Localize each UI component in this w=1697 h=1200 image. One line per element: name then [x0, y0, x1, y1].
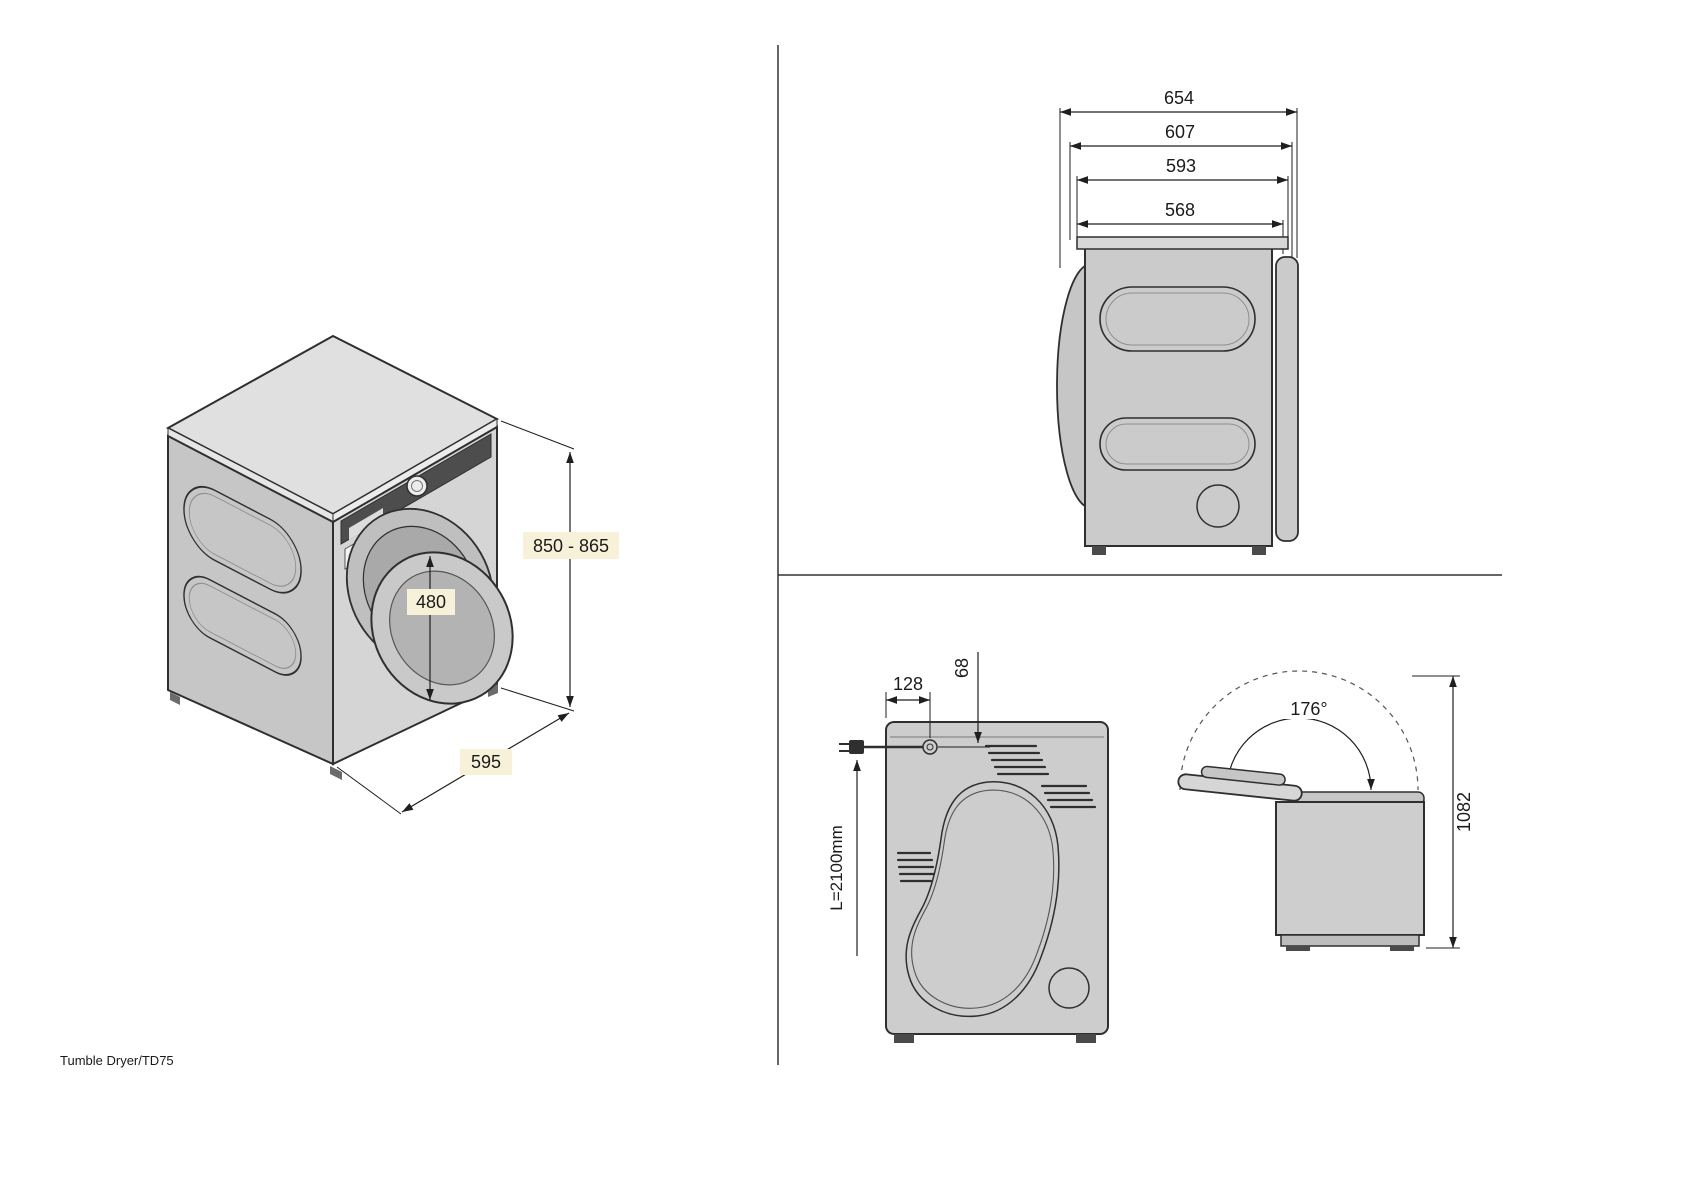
side-panel-stampings [1099, 286, 1256, 471]
control-knob [406, 475, 428, 497]
side-view: 654 607 593 568 [1056, 88, 1299, 555]
lid-view-base [1280, 934, 1420, 947]
dim-width: 595 [336, 712, 570, 815]
dim-68-label: 68 [952, 658, 972, 678]
side-door-panel [1275, 256, 1299, 542]
lid-view-feet [1286, 946, 1414, 951]
dim-cable-length: L=2100mm [827, 760, 861, 956]
dim-height-label: 850 - 865 [533, 536, 609, 556]
lid-view-body [1275, 801, 1425, 936]
dim-width-label: 595 [471, 752, 501, 772]
rear-body [885, 721, 1109, 1035]
dim-1082-label: 1082 [1454, 792, 1474, 832]
dim-568-label: 568 [1165, 200, 1195, 220]
dim-depth-with-door: 607 [1070, 122, 1292, 150]
cable-length-label: L=2100mm [827, 825, 846, 911]
side-feet [1092, 546, 1266, 555]
vent-slats-top [984, 744, 1050, 776]
label-highlight [407, 589, 455, 615]
side-top-lid [1076, 236, 1289, 250]
label-highlight [460, 749, 512, 775]
dim-door-label: 480 [416, 592, 446, 612]
control-display [349, 508, 383, 540]
dim-607-label: 607 [1165, 122, 1195, 142]
opened-lid [1177, 765, 1303, 802]
cooling-duct [905, 781, 1060, 1018]
divider-lines [777, 45, 1502, 1065]
vent-slats-right [1040, 784, 1097, 809]
dim-depth-total: 654 [1060, 88, 1297, 116]
dim-654-label: 654 [1164, 88, 1194, 108]
angle-label: 176° [1290, 699, 1327, 719]
dim-depth-body: 568 [1077, 200, 1283, 228]
dim-height: 850 - 865 [500, 420, 619, 712]
side-view-extension-lines [1059, 108, 1298, 268]
control-knob-ring [411, 480, 423, 492]
dim-depth-with-lid: 593 [1077, 156, 1288, 184]
side-service-cap [1196, 484, 1240, 528]
power-cord [839, 739, 938, 755]
dim-cord-offset-y: 68 [938, 652, 990, 748]
dim-cord-offset-x: 128 [885, 674, 931, 738]
dim-128-label: 128 [893, 674, 923, 694]
lid-open-view: 176° 1082 [1177, 670, 1474, 951]
vent-slats-left [896, 851, 936, 883]
isometric-view: 480 850 - 865 595 [165, 334, 619, 815]
rear-view: 128 68 L=2100mm [827, 652, 1109, 1043]
cord-entry [922, 739, 938, 755]
model-footnote: Tumble Dryer/TD75 [60, 1053, 174, 1068]
side-panel-stampings [183, 486, 302, 676]
dim-opening-angle: 176° [1223, 698, 1375, 791]
rear-exhaust-port [1048, 967, 1090, 1009]
dim-open-height: 1082 [1412, 675, 1474, 949]
side-body [1084, 247, 1273, 547]
rear-feet [894, 1034, 1096, 1043]
label-highlight [523, 532, 619, 559]
dim-door-diameter: 480 [407, 556, 455, 700]
plug-icon [839, 740, 864, 754]
dryer-feet [170, 684, 498, 780]
dim-593-label: 593 [1166, 156, 1196, 176]
